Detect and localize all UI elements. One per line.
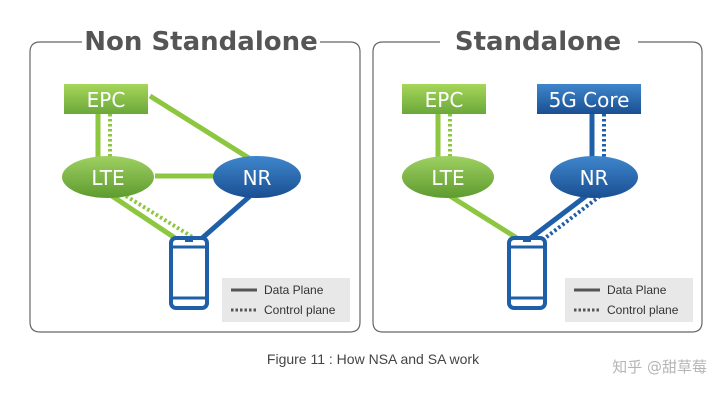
legend-control-label: Control plane bbox=[264, 303, 336, 317]
link-lte-ue-data bbox=[110, 193, 180, 243]
lte-ellipse bbox=[402, 156, 494, 198]
node-nr: NR bbox=[550, 156, 638, 198]
node-epc: EPC bbox=[64, 84, 148, 114]
node-lte: LTE bbox=[402, 156, 494, 198]
core-box bbox=[537, 84, 641, 114]
link-epc-nr-data bbox=[148, 93, 254, 163]
legend: Data Plane Control plane bbox=[565, 278, 693, 322]
nr-label: NR bbox=[243, 166, 272, 190]
nr-ellipse bbox=[550, 156, 638, 198]
legend-bg bbox=[565, 278, 693, 322]
epc-box bbox=[402, 84, 486, 114]
epc-label: EPC bbox=[425, 88, 464, 112]
node-lte: LTE bbox=[62, 156, 154, 198]
lte-label: LTE bbox=[431, 166, 464, 190]
legend-data-label: Data Plane bbox=[607, 283, 667, 297]
legend-control-label: Control plane bbox=[607, 303, 679, 317]
link-nr-ue-control bbox=[538, 194, 602, 244]
epc-box bbox=[64, 84, 148, 114]
legend-bg bbox=[222, 278, 350, 322]
panel-border bbox=[372, 41, 703, 333]
link-nr-ue-data bbox=[198, 194, 252, 242]
smartphone-icon bbox=[169, 236, 209, 310]
node-5g-core: 5G Core bbox=[537, 84, 641, 114]
figure-caption: Figure 11 : How NSA and SA work bbox=[267, 351, 480, 367]
core-label: 5G Core bbox=[549, 88, 630, 112]
legend-data-label: Data Plane bbox=[264, 283, 324, 297]
panel-border bbox=[29, 41, 361, 333]
nsa-links bbox=[95, 93, 254, 243]
panel-title: Non Standalone bbox=[84, 27, 317, 57]
node-epc: EPC bbox=[402, 84, 486, 114]
watermark: 知乎 @甜草莓 bbox=[612, 358, 707, 376]
lte-label: LTE bbox=[91, 166, 124, 190]
link-lte-ue-data bbox=[448, 193, 522, 243]
legend: Data Plane Control plane bbox=[222, 278, 350, 322]
nr-label: NR bbox=[580, 166, 609, 190]
lte-ellipse bbox=[62, 156, 154, 198]
panel-sa: Standalone EPC 5G Core LTE bbox=[372, 27, 703, 333]
link-lte-ue-control bbox=[124, 194, 196, 240]
smartphone-icon bbox=[507, 236, 547, 310]
epc-label: EPC bbox=[87, 88, 126, 112]
link-nr-ue-data bbox=[526, 194, 588, 242]
sa-links bbox=[435, 114, 606, 244]
nr-ellipse bbox=[213, 156, 301, 198]
panel-title: Standalone bbox=[455, 27, 621, 57]
panel-nsa: Non Standalone EPC LTE NR bbox=[29, 27, 361, 333]
node-nr: NR bbox=[213, 156, 301, 198]
